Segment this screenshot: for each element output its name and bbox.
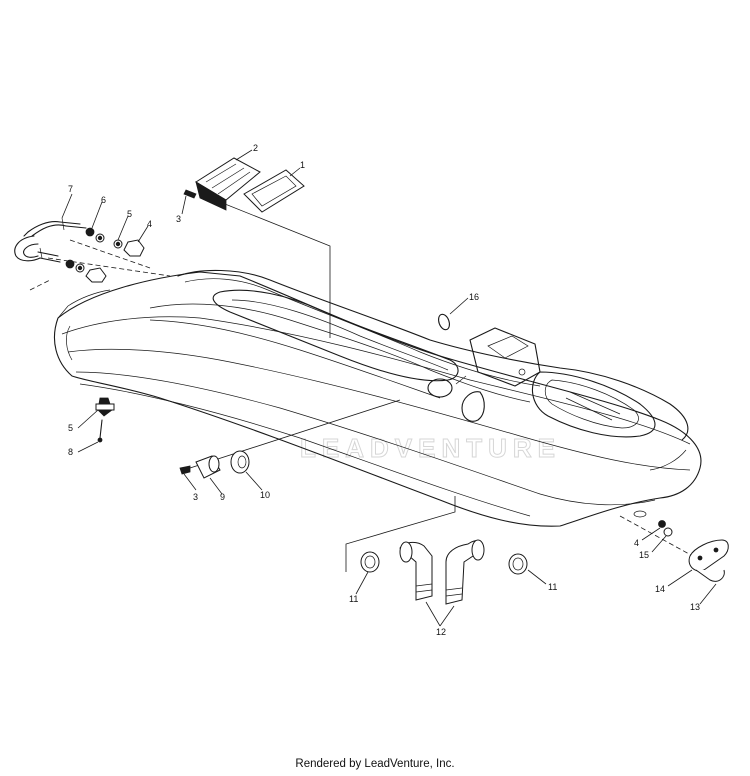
part-12-elbow-hoses — [399, 539, 485, 605]
part-3-screw-top — [183, 189, 197, 199]
callout-6: 6 — [101, 195, 106, 205]
part-4-nut-bow — [658, 520, 666, 528]
callout-8: 8 — [68, 447, 73, 457]
callout-3-top: 3 — [176, 214, 181, 224]
callout-labels: 1 2 3 4 5 6 7 5 8 3 9 10 16 11 11 12 4 1… — [68, 143, 700, 637]
part-5-lock-nuts — [75, 233, 123, 273]
part-13-bow-eye-plate — [688, 539, 729, 582]
callout-2: 2 — [253, 143, 258, 153]
callout-7: 7 — [68, 184, 73, 194]
part-5-drain-plug — [95, 397, 115, 417]
callout-15: 15 — [639, 550, 649, 560]
callout-3-bottom: 3 — [193, 492, 198, 502]
hull-body — [53, 269, 702, 527]
part-11-clamp-left — [360, 551, 380, 573]
part-6-washers — [65, 227, 95, 269]
part-2-intake-grate — [195, 157, 261, 211]
callout-11-left: 11 — [349, 594, 358, 604]
callout-14: 14 — [655, 584, 665, 594]
callout-1: 1 — [300, 160, 305, 170]
part-8-screw — [97, 419, 103, 443]
callout-11-right: 11 — [548, 582, 557, 592]
part-16-o-ring — [438, 313, 450, 331]
part-4-cap-nuts — [85, 239, 145, 283]
watermark-text: LEADVENTURE — [300, 433, 561, 463]
callout-4-top: 4 — [147, 219, 152, 229]
part-7-handle-assembly — [14, 217, 87, 263]
callout-5-drain: 5 — [68, 423, 73, 433]
part-15-washer — [663, 527, 673, 537]
callout-9: 9 — [220, 492, 225, 502]
part-9-bushing — [195, 455, 221, 479]
callout-12: 12 — [436, 627, 446, 637]
part-11-clamp-right — [508, 553, 528, 575]
callout-13: 13 — [690, 602, 700, 612]
callout-16: 16 — [469, 292, 479, 302]
part-10-ring — [230, 450, 250, 474]
callout-5-top: 5 — [127, 209, 132, 219]
callout-leaders — [61, 149, 717, 627]
callout-10: 10 — [260, 490, 270, 500]
part-3-screw-bottom — [179, 465, 191, 475]
callout-4-bow: 4 — [634, 538, 639, 548]
part-1-gasket — [243, 169, 305, 213]
footer-credit: Rendered by LeadVenture, Inc. — [295, 758, 455, 770]
